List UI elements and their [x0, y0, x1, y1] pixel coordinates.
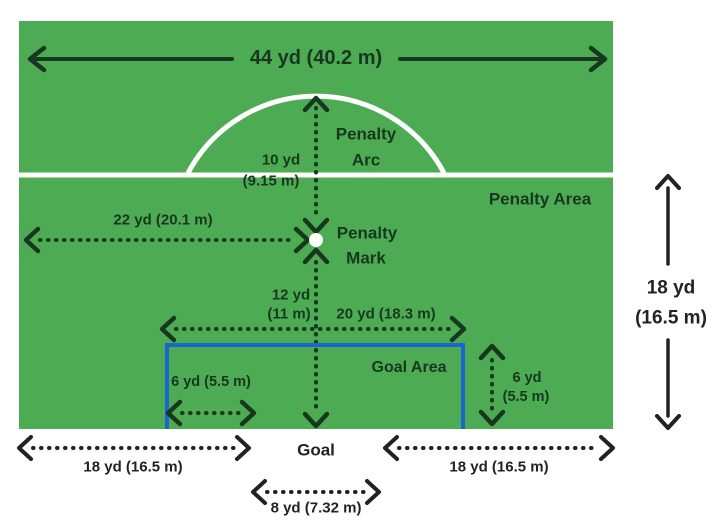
arrow-left-icon — [165, 399, 183, 427]
goal-area-depth-arrow — [478, 343, 506, 427]
penalty-mark-label-line2: Mark — [346, 248, 386, 268]
mark-to-goal-label-line2: (11 m) — [267, 305, 311, 323]
arrow-right-icon — [449, 315, 467, 343]
penalty-area-width-label: 44 yd (40.2 m) — [249, 47, 383, 69]
goal-line-left-label: 18 yd (16.5 m) — [83, 458, 183, 476]
arrow-right-icon — [293, 226, 311, 254]
goal-area-box — [165, 343, 465, 429]
penalty-arc-label-line1: Penalty — [335, 124, 397, 144]
penalty-depth-label-line1: 18 yd — [646, 277, 696, 299]
arrow-up-icon — [655, 174, 681, 190]
arrow-left-icon — [251, 479, 267, 505]
arrow-left-icon — [17, 435, 33, 461]
arrow-left-icon — [23, 226, 41, 254]
goal-label: Goal — [297, 440, 335, 460]
width-44yd-arrow — [27, 45, 608, 73]
goal-line-left-arrow — [17, 435, 251, 461]
pitch-field — [19, 21, 613, 429]
goal-line-right-label: 18 yd (16.5 m) — [449, 458, 549, 476]
arrow-down-icon — [302, 411, 330, 429]
goal-width-label: 8 yd (7.32 m) — [270, 499, 362, 517]
penalty-depth-arrow — [655, 174, 681, 430]
arrow-down-icon — [302, 217, 330, 235]
mark-to-goal-label-line1: 12 yd — [271, 286, 311, 304]
penalty-mark-label-line1: Penalty — [336, 223, 398, 243]
arrow-down-icon — [478, 409, 506, 427]
goal-line-right-arrow — [383, 435, 615, 461]
arrow-right-icon — [599, 435, 615, 461]
center-dotted-line — [302, 95, 330, 429]
arrow-down-icon — [655, 414, 681, 430]
mark-distance-label: 22 yd (20.1 m) — [113, 211, 213, 229]
goal-area-depth-label-line1: 6 yd — [512, 369, 542, 386]
arrow-left-icon — [159, 315, 177, 343]
goal-width-arrow — [251, 479, 381, 505]
arc-radius-label-line1: 10 yd — [261, 151, 301, 169]
arrow-up-icon — [478, 343, 506, 361]
arrow-right-icon — [365, 479, 381, 505]
goal-area-side-arrow — [165, 399, 257, 427]
arrow-up-icon — [302, 95, 330, 113]
penalty-mark-dot — [309, 233, 323, 247]
goal-area-width-label: 20 yd (18.3 m) — [336, 305, 436, 323]
arc-radius-label-line2: (9.15 m) — [242, 172, 300, 190]
arrow-right-icon — [588, 45, 608, 73]
arrow-right-icon — [235, 435, 251, 461]
penalty-depth-label-line2: (16.5 m) — [635, 307, 707, 329]
arrow-right-icon — [239, 399, 257, 427]
penalty-arc-label-line2: Arc — [351, 150, 381, 170]
arrow-up-icon — [302, 247, 330, 265]
arrow-left-icon — [27, 45, 47, 73]
arrow-left-icon — [383, 435, 399, 461]
goal-area-label: Goal Area — [371, 359, 447, 376]
goal-area-depth-label-line2: (5.5 m) — [502, 388, 550, 405]
penalty-area-label: Penalty Area — [488, 189, 592, 209]
mark-distance-arrow — [23, 226, 311, 254]
goal-area-width-arrow — [159, 315, 467, 343]
goal-area-side-label: 6 yd (5.5 m) — [171, 373, 251, 390]
